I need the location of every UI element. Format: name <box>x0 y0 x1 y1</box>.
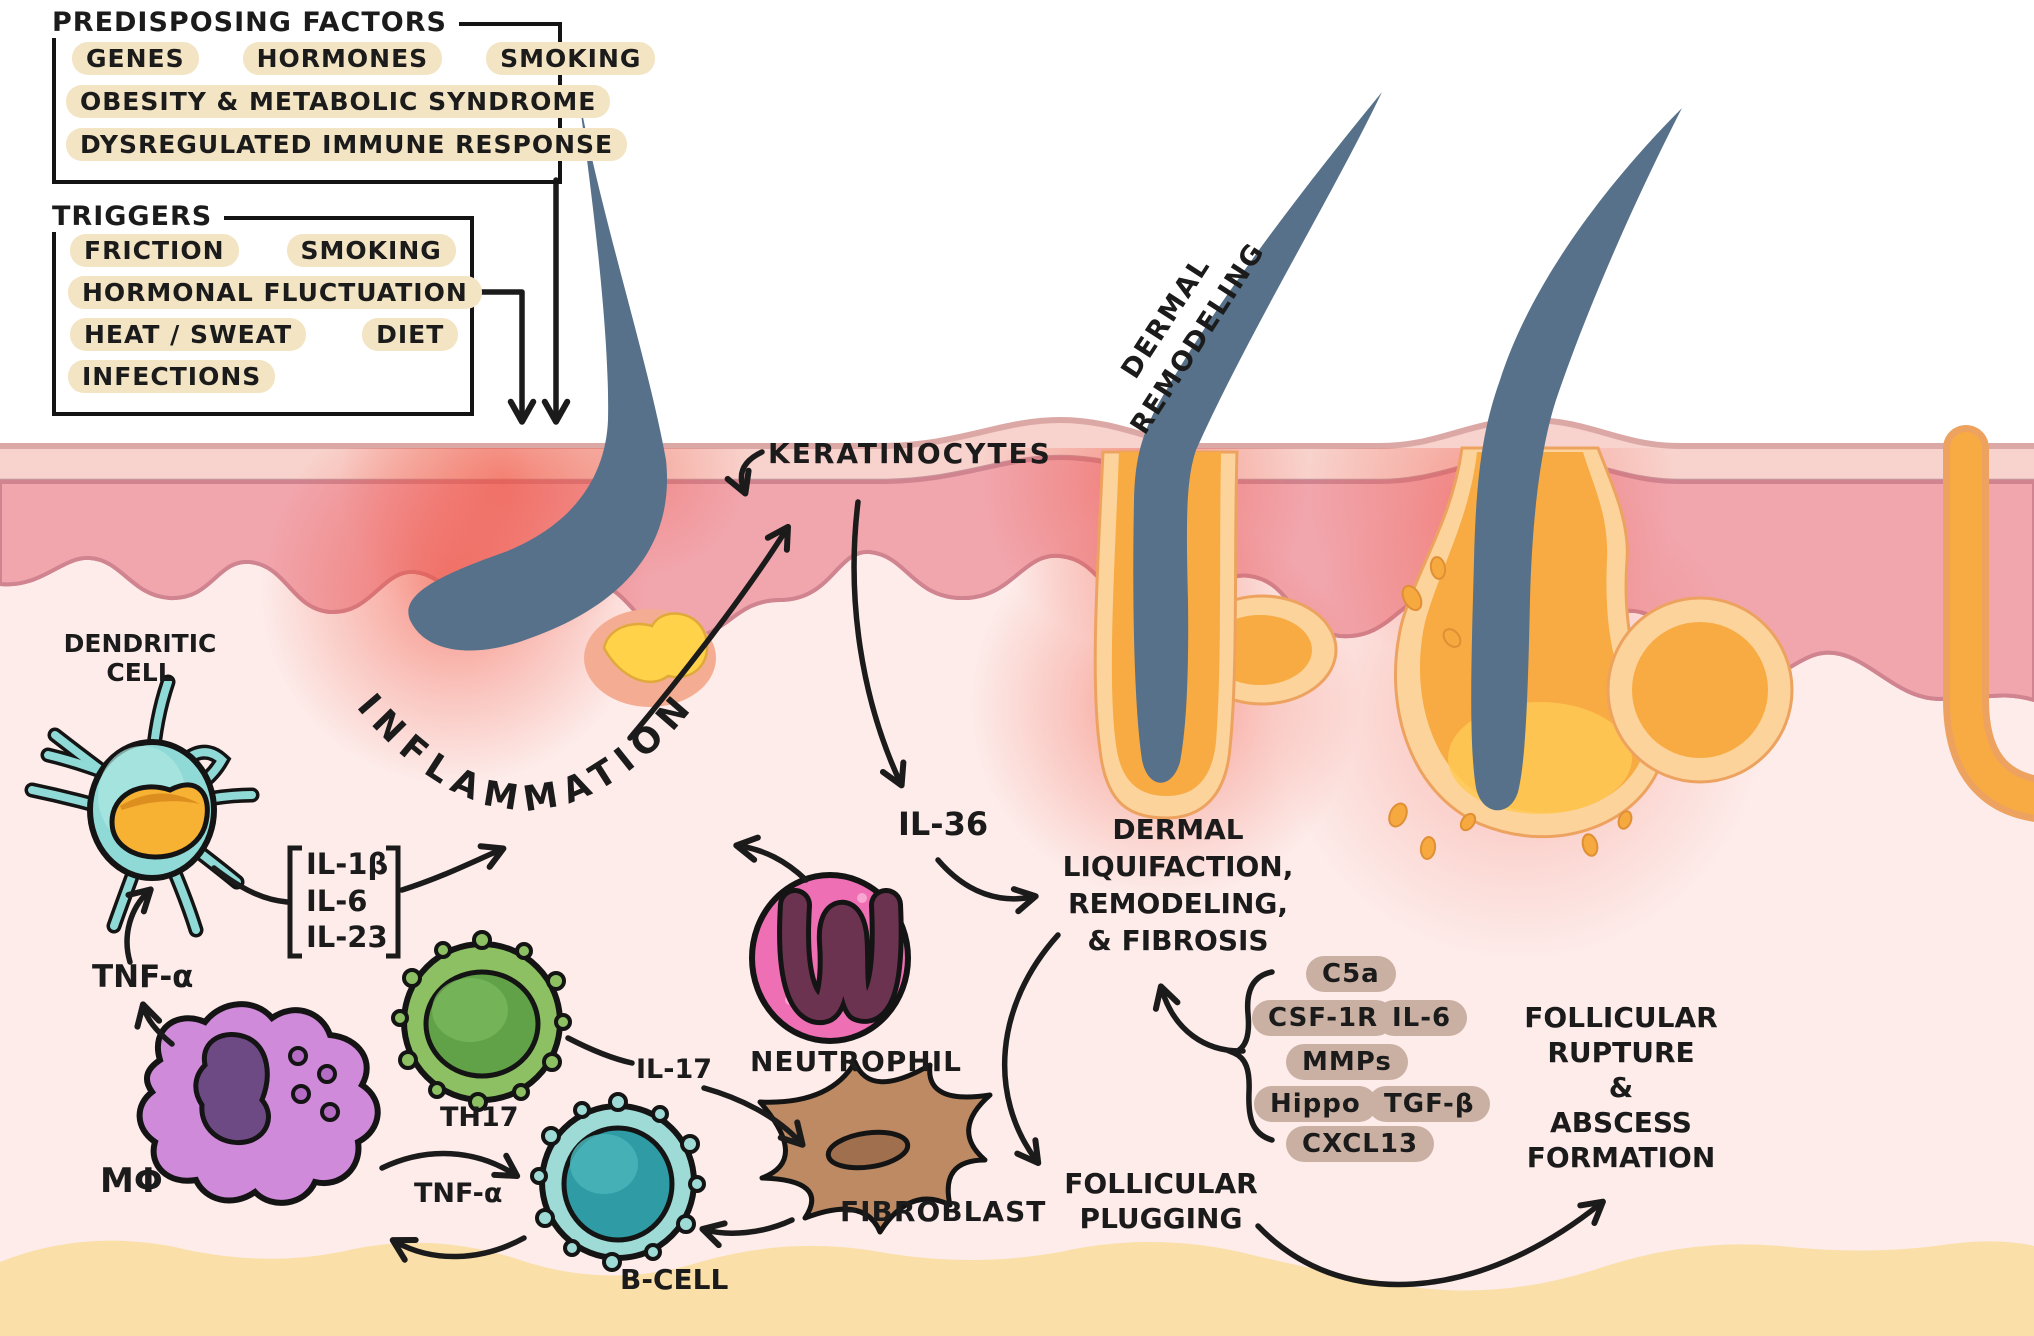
mediator-badge-cxcl13: CXCL13 <box>1286 1126 1435 1162</box>
mediator-badge-csf1r: CSF-1R <box>1252 1000 1395 1036</box>
hair-shaft-2 <box>1133 92 1382 783</box>
mediator-badge-il6: IL-6 <box>1376 1000 1468 1036</box>
liquifaction-line2: LIQUIFACTION, <box>1062 849 1294 883</box>
mediator-badge-c5a: C5a <box>1306 956 1396 992</box>
mediator-badge-hippo: Hippo <box>1254 1086 1377 1122</box>
follicular-plugging-label: FOLLICULAR PLUGGING <box>1044 1166 1278 1236</box>
mediator-badge-tgfb: TGF-β <box>1368 1086 1491 1122</box>
neutrophil-cell <box>749 872 911 1044</box>
il6-label: IL-6 <box>306 883 368 918</box>
cytokine-bracket <box>287 845 401 959</box>
fibroblast-cell <box>757 1059 993 1235</box>
th17-cell <box>391 930 572 1112</box>
dendritic-cell-label: DENDRITIC CELL <box>40 629 240 688</box>
mediator-brace <box>1226 969 1275 1143</box>
macrophage-label: MΦ <box>100 1161 163 1201</box>
predisposing-factors-title: PREDISPOSING FACTORS <box>52 7 459 38</box>
dendritic-cell <box>24 674 260 938</box>
trigger-badge: FRICTION <box>70 234 239 267</box>
fibroblast-label: FIBROBLAST <box>840 1195 1047 1228</box>
liquifaction-line3: REMODELING, <box>1067 886 1289 920</box>
b-cell <box>530 1092 706 1272</box>
plugging-line2: PLUGGING <box>1079 1202 1243 1235</box>
hair-shaft-3 <box>1471 108 1682 811</box>
factor-badge: SMOKING <box>486 42 656 75</box>
rupture-line1: FOLLICULAR <box>1524 1001 1718 1034</box>
factor-badge: HORMONES <box>242 42 443 75</box>
factor-badge: OBESITY & METABOLIC SYNDROME <box>66 85 611 118</box>
rupture-line5: FORMATION <box>1526 1141 1716 1174</box>
trigger-badge: HORMONAL FLUCTUATION <box>68 276 482 309</box>
trigger-badge: DIET <box>362 318 459 351</box>
sebaceous-gland-icon <box>584 609 716 707</box>
factor-badge: DYSREGULATED IMMUNE RESPONSE <box>66 128 628 161</box>
triggers-box: TRIGGERS FRICTION SMOKING HORMONAL FLUCT… <box>52 201 482 416</box>
triggers-title: TRIGGERS <box>52 201 225 232</box>
dendritic-label-line1: DENDRITIC <box>63 629 217 658</box>
predisposing-factors-box: PREDISPOSING FACTORS GENES HORMONES SMOK… <box>52 7 656 184</box>
dendritic-label-line2: CELL <box>106 657 174 687</box>
il36-label: IL-36 <box>898 805 989 843</box>
tnf-alpha-mid-label: TNF-α <box>414 1178 503 1209</box>
trigger-badge: SMOKING <box>286 234 456 267</box>
b-cell-label: B-CELL <box>620 1263 729 1296</box>
factor-badge: GENES <box>72 42 199 75</box>
mediator-badge-mmps: MMPs <box>1286 1044 1408 1080</box>
trigger-badge: INFECTIONS <box>68 360 276 393</box>
rupture-line3: & <box>1608 1071 1634 1104</box>
keratin-droplets <box>1388 556 1633 860</box>
trigger-badge: HEAT / SWEAT <box>70 318 307 351</box>
dermal-liquifaction-label: DERMAL LIQUIFACTION, REMODELING, & FIBRO… <box>1056 812 1300 960</box>
dc-cytokines-list: IL-1β IL-6 IL-23 <box>306 846 388 956</box>
flow-arrows <box>124 177 1606 1288</box>
plugging-line1: FOLLICULAR <box>1064 1167 1258 1200</box>
th17-label: TH17 <box>440 1102 519 1133</box>
hair-shaft-1 <box>408 92 668 651</box>
macrophage-cell <box>136 1001 381 1206</box>
rupture-line4: ABSCESS <box>1550 1106 1692 1139</box>
liquifaction-line4: & FIBROSIS <box>1087 923 1269 957</box>
follicular-rupture-label: FOLLICULAR RUPTURE & ABSCESS FORMATION <box>1506 1000 1736 1175</box>
rupture-line2: RUPTURE <box>1547 1036 1695 1069</box>
il1b-label: IL-1β <box>306 847 389 881</box>
neutrophil-label: NEUTROPHIL <box>750 1045 962 1078</box>
tnf-alpha-left-label: TNF-α <box>92 959 194 995</box>
liquifaction-line1: DERMAL <box>1112 813 1244 846</box>
hypodermis-layer <box>0 1240 2034 1336</box>
keratinocytes-label: KERATINOCYTES <box>768 437 1052 470</box>
il17-label: IL-17 <box>636 1054 713 1085</box>
il23-label: IL-23 <box>306 920 388 955</box>
